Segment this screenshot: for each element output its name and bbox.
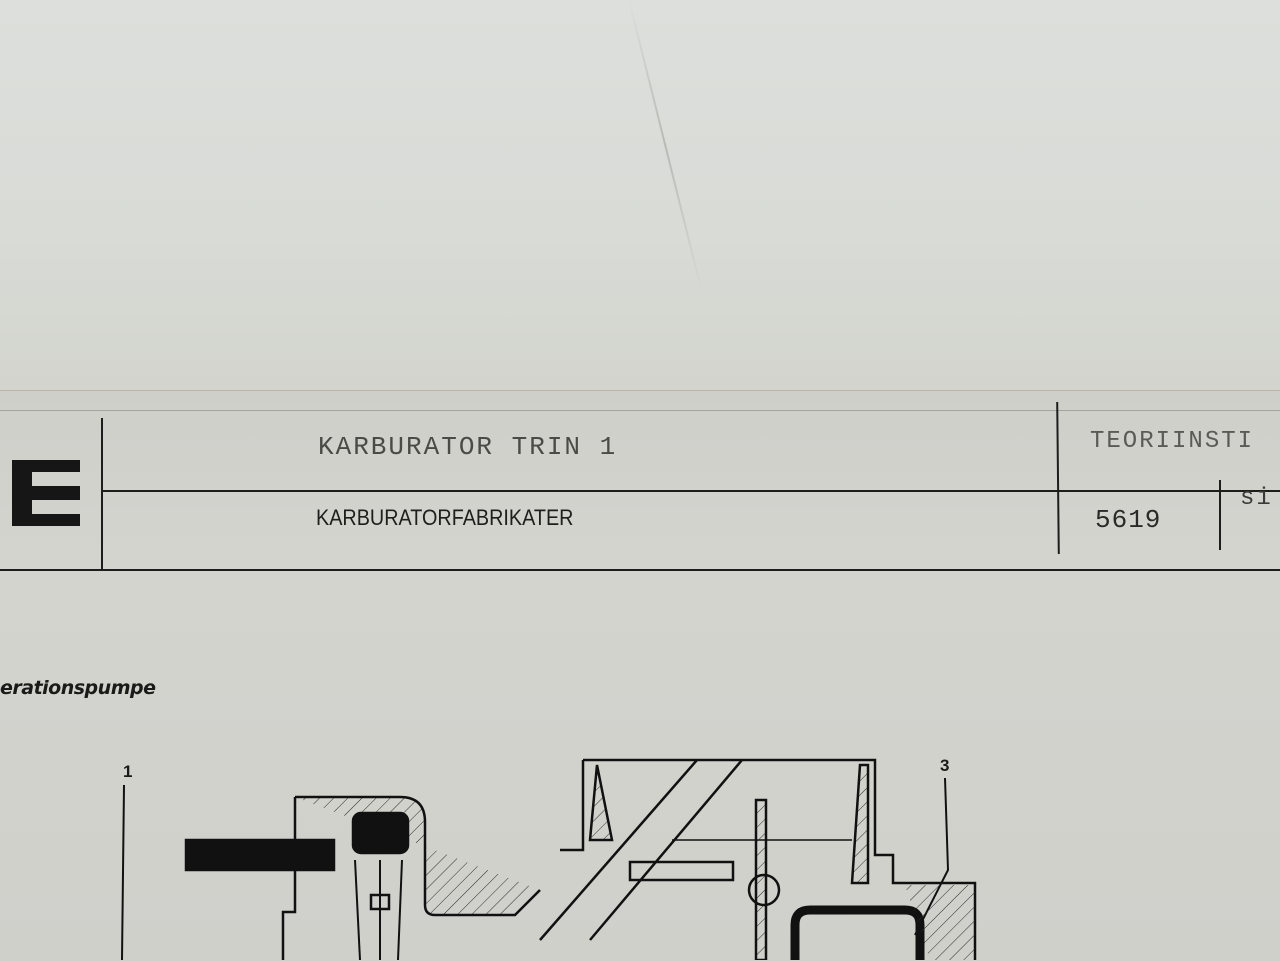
table-row-divider [103, 490, 1280, 492]
background-surface [0, 0, 1280, 392]
table-bottom-border [0, 569, 1280, 571]
section-letter-e-icon [12, 460, 80, 526]
header-title-row-1: KARBURATOR TRIN 1 [318, 432, 618, 462]
callout-3: 3 [940, 756, 950, 775]
header-title-row-2: KARBURATORFABRIKATER [316, 505, 574, 530]
page-number: 5619 [1095, 505, 1162, 535]
table-divider-page [1219, 480, 1221, 550]
table-top-dash [0, 410, 1280, 411]
header-right-cut-text: si [1240, 485, 1273, 512]
carburetor-cross-section-diagram [121, 758, 977, 960]
table-divider-left [101, 418, 103, 570]
header-right-heading: TEORIINSTI [1090, 428, 1255, 455]
section-heading: erationspumpe [0, 677, 156, 699]
callout-1: 1 [123, 762, 133, 781]
